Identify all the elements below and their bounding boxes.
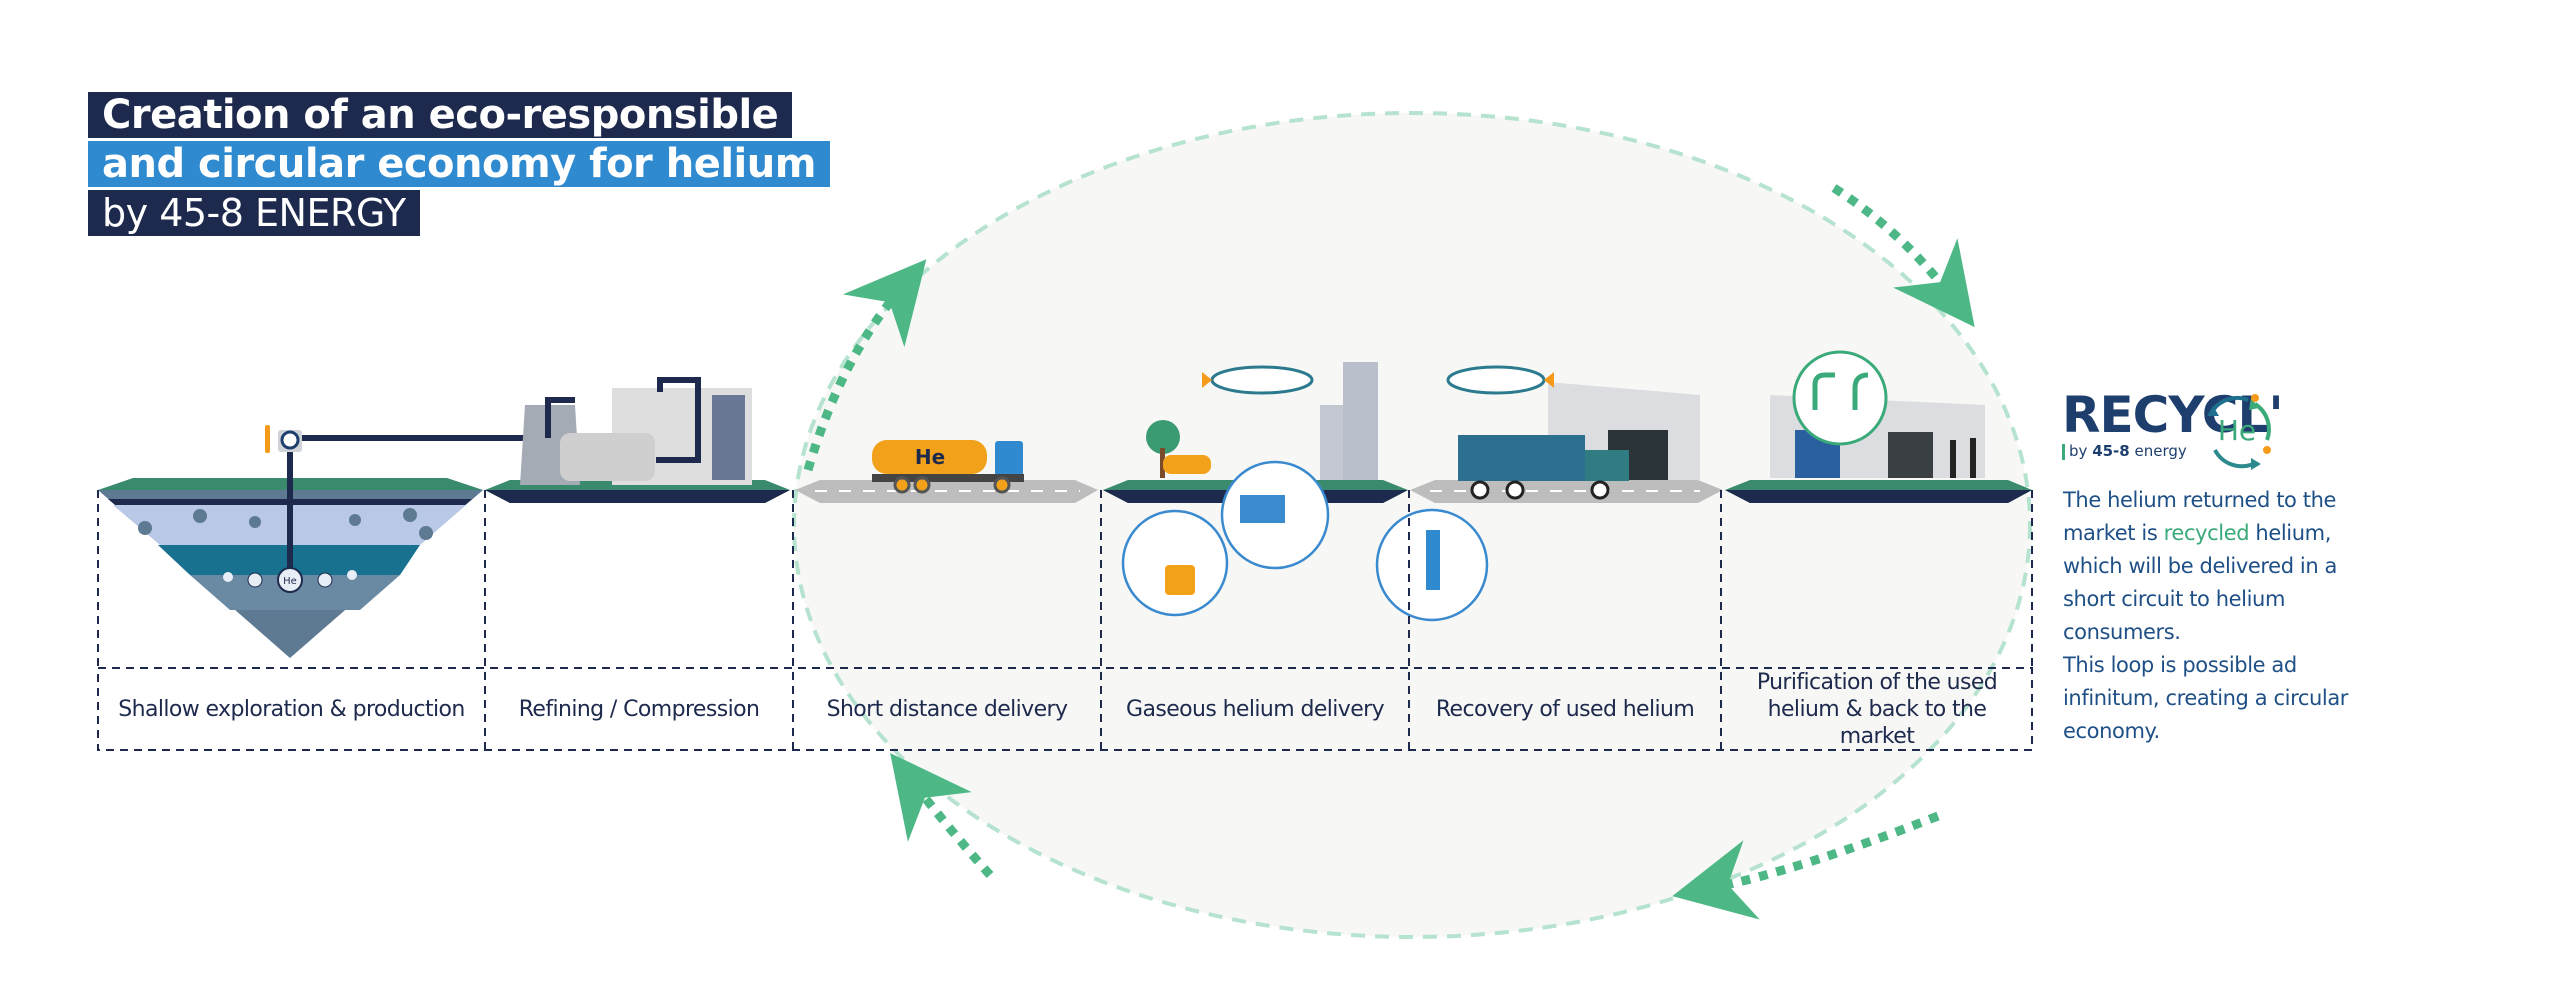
recycle-he-icon: He xyxy=(2207,394,2271,470)
desc-p1-start: The helium returned to the market is xyxy=(2063,488,2337,545)
logo-byline: by 45-8 energy xyxy=(2062,442,2283,460)
title-line-3: by 45-8 ENERGY xyxy=(88,190,420,236)
stage-label-purification: Purification of the used helium & back t… xyxy=(1756,669,1998,749)
stage-label-recovery: Recovery of used helium xyxy=(1435,696,1695,722)
logo-by: by xyxy=(2069,442,2088,460)
logo-company-suffix: energy xyxy=(2134,442,2187,460)
title-line-1: Creation of an eco-responsible xyxy=(88,92,793,138)
loop-description: The helium returned to the market is rec… xyxy=(2063,484,2393,748)
stage-label-exploration: Shallow exploration & production xyxy=(118,696,465,722)
logo-company: 45-8 xyxy=(2092,442,2130,460)
stage-label-gaseous-delivery: Gaseous helium delivery xyxy=(1126,696,1385,722)
stage-grid xyxy=(97,490,2033,751)
loop-arrow-bottom-left xyxy=(890,753,994,878)
desc-highlight-recycled: recycled xyxy=(2163,521,2250,545)
desc-p2: This loop is possible ad infinitum, crea… xyxy=(2063,653,2349,743)
well-he-bubble: He xyxy=(283,576,297,587)
logo-he-text: He xyxy=(2218,414,2256,447)
stage-1-illustration: He xyxy=(98,425,547,658)
stage-label-short-delivery: Short distance delivery xyxy=(826,696,1068,722)
desc-p1-end: helium, which will be delivered in a sho… xyxy=(2063,521,2337,644)
stage-label-refining: Refining / Compression xyxy=(518,696,760,722)
stage-5-illustration xyxy=(1410,365,1723,503)
stage-6-illustration xyxy=(1725,350,2032,503)
loop-arrow-top-right xyxy=(1831,184,1975,328)
stage-3-illustration: He xyxy=(795,440,1098,503)
loop-arrow-bottom-right xyxy=(1672,811,1940,920)
stage-2-illustration xyxy=(485,377,790,503)
title-line-2: and circular economy for helium xyxy=(88,141,830,187)
stage-4-illustration xyxy=(1103,362,1489,622)
logo-bar-icon xyxy=(2062,443,2065,460)
tanker-he-label: He xyxy=(915,445,945,469)
loop-arrow-top-left xyxy=(803,259,927,472)
